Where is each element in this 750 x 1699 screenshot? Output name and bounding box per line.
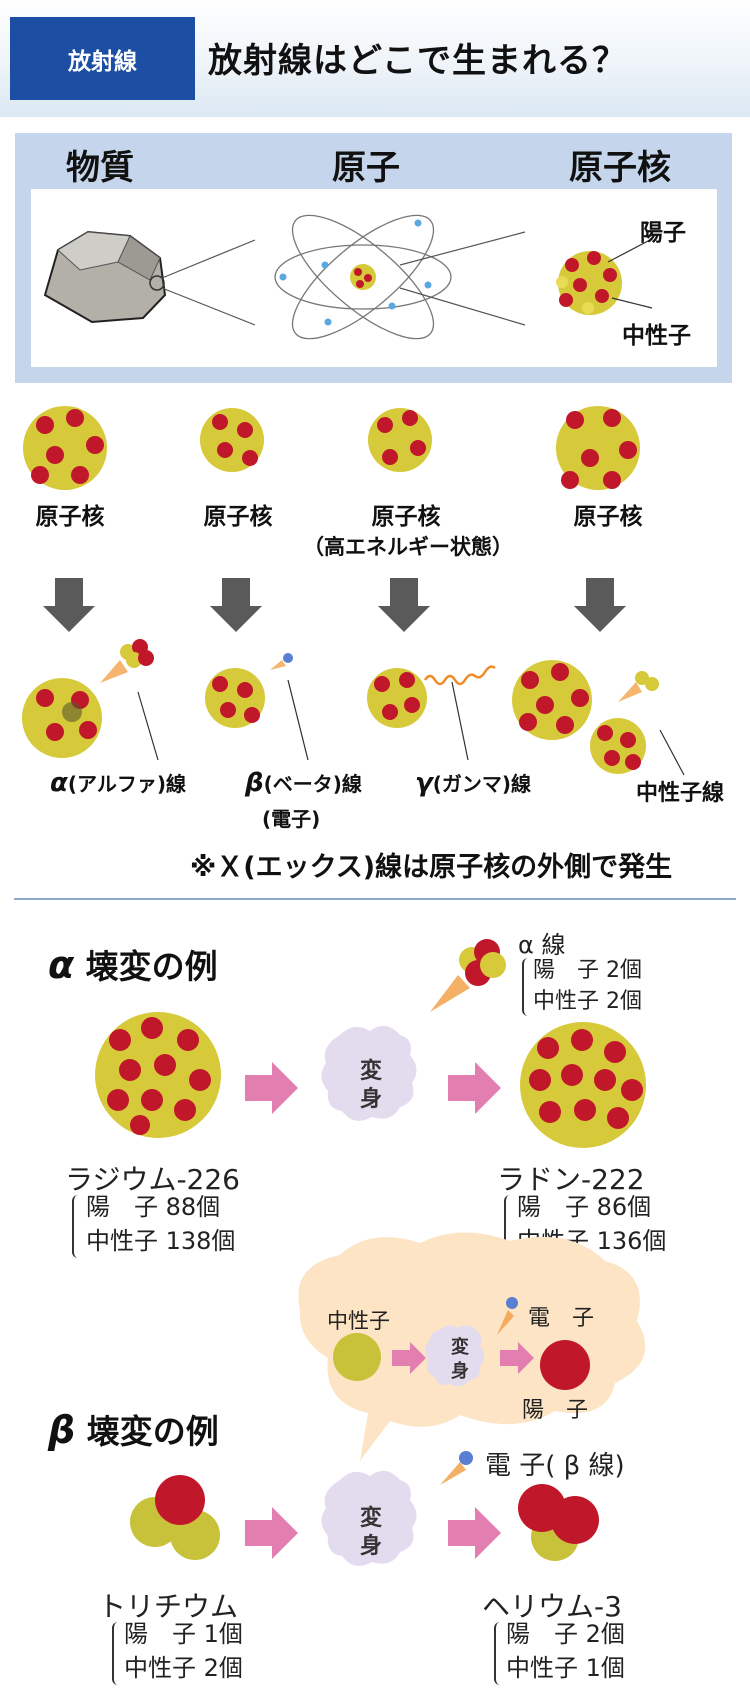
bubble-electron-label: 電 子 <box>528 1306 595 1331</box>
proton-label: 陽子 <box>640 220 686 246</box>
beta-heading-text: 壊変の例 <box>86 1412 219 1451</box>
alpha-ray-brace <box>522 958 532 1016</box>
nucleus-sublabel-3: （高エネルギー状態） <box>303 535 513 559</box>
bubble-arrow-2 <box>500 1342 534 1374</box>
helium-name: ヘリウム-3 <box>482 1590 622 1623</box>
bubble-cloud-text: 変身 <box>451 1337 469 1382</box>
tritium-line-2: 中性子 2個 <box>124 1654 243 1682</box>
xray-note: ※Ｘ(エックス)線は原子核の外側で発生 <box>190 852 673 883</box>
beta-arrow-2 <box>448 1507 501 1559</box>
bubble-neutron <box>333 1333 381 1381</box>
nucleus-2 <box>200 408 264 472</box>
alpha-particle <box>430 939 506 1012</box>
bubble-cloud <box>425 1325 484 1387</box>
alpha-ray-line-1: 陽 子 2個 <box>533 958 642 983</box>
tritium-brace <box>112 1622 122 1685</box>
ray-sublabel-beta: (電子) <box>262 807 321 831</box>
ray-label-alpha: α(アルファ)線 <box>50 768 186 798</box>
nucleus-1 <box>23 406 107 490</box>
bubble-neutron-label: 中性子 <box>327 1309 390 1333</box>
atom-illustration <box>274 214 526 340</box>
tritium-name: トリチウム <box>98 1590 239 1623</box>
nucleus-4 <box>556 406 640 490</box>
beta-cloud-text: 変身 <box>359 1506 382 1559</box>
alpha-arrow-2 <box>448 1062 501 1114</box>
radon-line-1: 陽 子 86個 <box>517 1193 652 1221</box>
helium-nucleus <box>518 1484 599 1561</box>
nucleus-label-1: 原子核 <box>35 504 105 530</box>
nucleus-label-3: 原子核 <box>371 504 441 530</box>
nucleus-label-2: 原子核 <box>203 504 273 530</box>
beta-emission <box>205 653 309 761</box>
rock-illustration <box>43 230 256 326</box>
radium-nucleus <box>95 1012 221 1138</box>
alpha-cloud-text: 変身 <box>359 1059 382 1112</box>
alpha-heading-symbol: α <box>48 943 75 987</box>
radon-name: ラドン-222 <box>497 1163 645 1196</box>
ray-label-gamma: γ(ガンマ)線 <box>415 768 531 798</box>
beta-electron <box>440 1451 473 1485</box>
beta-symbol: β <box>245 768 264 798</box>
column-title-matter: 物質 <box>66 148 134 188</box>
category-tag: 放射線 <box>10 17 195 100</box>
alpha-symbol: α <box>50 768 68 798</box>
alpha-arrow-1 <box>245 1062 298 1114</box>
radium-line-1: 陽 子 88個 <box>86 1193 221 1221</box>
neutron-label: 中性子 <box>622 323 691 349</box>
column-title-nucleus: 原子核 <box>569 148 671 188</box>
helium-line-2: 中性子 1個 <box>506 1654 625 1682</box>
helium-line-1: 陽 子 2個 <box>506 1620 625 1648</box>
beta-heading-symbol: β <box>48 1408 76 1452</box>
bubble-electron <box>506 1297 518 1309</box>
radium-brace <box>72 1195 82 1258</box>
down-arrows <box>43 578 626 632</box>
beta-cloud <box>321 1470 417 1566</box>
column-title-atom: 原子 <box>332 148 400 188</box>
beta-ray-label: 電 子( β 線) <box>485 1451 625 1481</box>
alpha-ray-label: α 線 <box>518 931 566 959</box>
helium-brace <box>494 1622 504 1685</box>
radon-brace <box>504 1195 514 1258</box>
beta-decay-heading: β 壊変の例 <box>48 1405 219 1453</box>
tritium-nucleus <box>130 1475 220 1560</box>
bubble-proton-label: 陽 子 <box>522 1398 589 1423</box>
bubble-proton <box>540 1340 590 1390</box>
gamma-emission <box>367 665 496 761</box>
section-divider <box>14 898 736 900</box>
alpha-heading-text: 壊変の例 <box>85 947 218 986</box>
nucleus-3 <box>368 408 432 472</box>
neutron-emission <box>512 660 685 776</box>
radon-nucleus <box>520 1022 646 1148</box>
alpha-emission <box>22 639 159 761</box>
gamma-symbol: γ <box>415 768 433 798</box>
beta-name: (ベータ)線 <box>263 772 362 796</box>
nucleus-illustration <box>556 239 653 315</box>
ray-label-beta: β(ベータ)線 <box>245 768 362 798</box>
tritium-line-1: 陽 子 1個 <box>124 1620 243 1648</box>
page-title: 放射線はどこで生まれる？ <box>208 41 627 81</box>
alpha-name: (アルファ)線 <box>67 772 186 796</box>
radium-name: ラジウム-226 <box>65 1163 240 1196</box>
alpha-decay-heading: α 壊変の例 <box>48 940 218 988</box>
gamma-name: (ガンマ)線 <box>432 772 531 796</box>
ray-label-neutron: 中性子線 <box>636 781 725 806</box>
bubble-arrow-1 <box>392 1342 426 1374</box>
nucleus-label-4: 原子核 <box>573 504 643 530</box>
radium-line-2: 中性子 138個 <box>86 1227 236 1255</box>
beta-arrow-1 <box>245 1507 298 1559</box>
alpha-ray-line-2: 中性子 2個 <box>533 989 642 1014</box>
alpha-cloud <box>321 1025 417 1121</box>
bubble-electron-trail <box>497 1310 514 1335</box>
